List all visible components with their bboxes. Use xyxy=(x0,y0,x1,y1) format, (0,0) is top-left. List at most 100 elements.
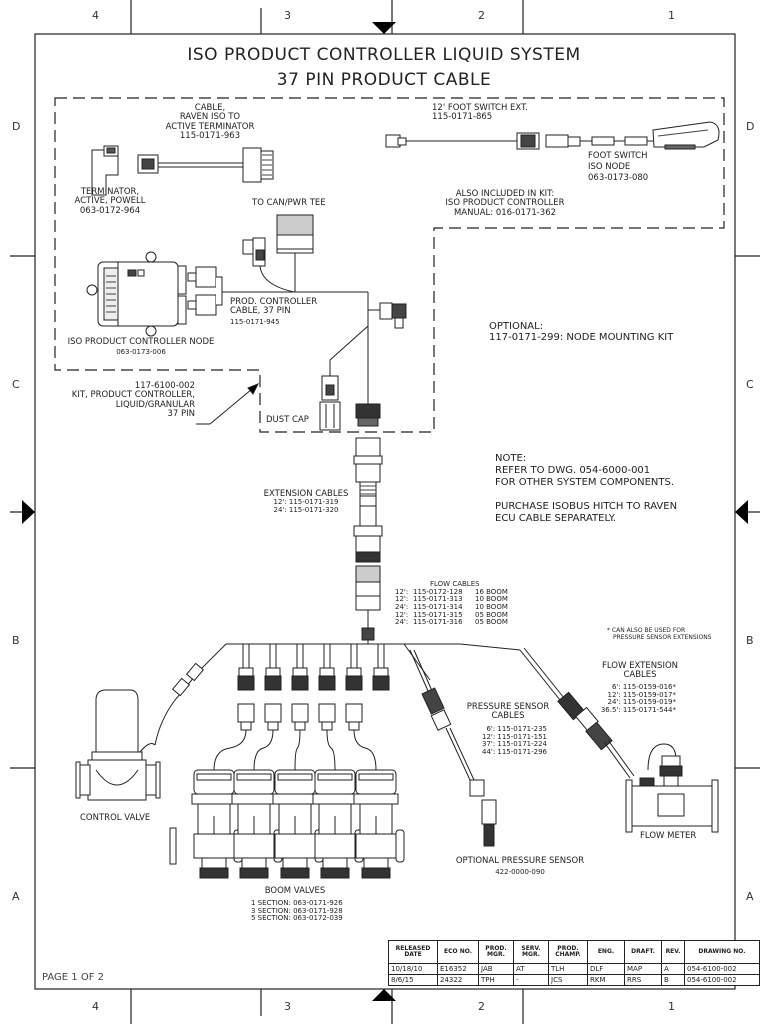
dust-cap-label: DUST CAP xyxy=(266,415,309,425)
controller-cable-plugs-icon xyxy=(187,266,380,404)
part-number: 117-6100-002 xyxy=(134,381,195,391)
label-line: 12' FOOT SWITCH EXT. xyxy=(432,103,528,113)
part-number: 3 SECTION: 063-0171-928 xyxy=(251,906,343,915)
controller-node-label: ISO PRODUCT CONTROLLER NODE 063-0173-006 xyxy=(66,337,216,357)
label-title: PRESSURE SENSOR xyxy=(466,702,550,712)
title-block-cell: RKM xyxy=(587,974,625,986)
drawing-title-line2: 37 PIN PRODUCT CABLE xyxy=(276,70,492,90)
boom-valve-inlet xyxy=(169,827,177,865)
part-number: 12': 115-0171-319 xyxy=(273,498,339,507)
flow-cable-part: 115-0171-313 xyxy=(413,595,463,604)
part-number: 1 SECTION: 063-0171-926 xyxy=(251,899,343,907)
label-line: TERMINATOR, xyxy=(80,187,140,197)
title-block-cell: 054-6100-002 xyxy=(684,963,760,975)
boom-valve xyxy=(191,769,243,879)
part-number: 6': 115-0159-016* xyxy=(611,683,676,691)
label-line: PRESSURE SENSOR EXTENSIONS xyxy=(613,633,712,641)
optional-kit-label: OPTIONAL: 117-0171-299: NODE MOUNTING KI… xyxy=(489,321,673,343)
title-block-header-cell: RELEASED DATE xyxy=(388,940,438,964)
boom-valve xyxy=(353,769,405,879)
label-line: ACTIVE TERMINATOR xyxy=(165,121,255,132)
title-block-cell: DLF xyxy=(587,963,625,975)
title-block-cell: AT xyxy=(513,963,549,975)
label-line: LIQUID/GRANULAR xyxy=(115,399,195,410)
tee-side-connector-icon xyxy=(242,237,295,293)
part-number: MANUAL: 016-0171-362 xyxy=(453,207,557,218)
title-block-cell: 054-6100-002 xyxy=(684,974,760,986)
title-block-header-cell: SERV. MGR. xyxy=(513,940,549,964)
flow-extension-list: 6': 115-0159-016* 12': 115-0159-017* 24'… xyxy=(590,683,676,715)
raven-iso-cable-icon xyxy=(137,147,274,183)
label-line: * CAN ALSO BE USED FOR xyxy=(607,627,686,634)
label-line: CABLE, xyxy=(194,103,226,113)
note-spacer xyxy=(495,489,677,501)
center-arrow-right xyxy=(735,500,748,524)
flow-cable-boom: 05 BOOM xyxy=(475,610,508,619)
boom-valve-cable xyxy=(326,729,336,771)
part-number: 44': 115-0171-296 xyxy=(481,748,547,757)
boom-section-connector xyxy=(264,644,282,731)
label-line: ISO NODE xyxy=(588,162,631,173)
boom-section-connectors xyxy=(213,644,390,771)
title-block-cell: RRS xyxy=(624,974,662,986)
flow-cable-len: 24': xyxy=(395,618,409,627)
zone-col-1-top: 1 xyxy=(668,9,675,22)
label-title: FLOW CABLES xyxy=(430,580,480,588)
flow-extension-label: FLOW EXTENSION CABLES xyxy=(590,661,690,681)
title-block-header-cell: PROD. MGR. xyxy=(478,940,514,964)
pressure-sensor-cable-icon xyxy=(409,649,485,797)
title-block-cell: TPH xyxy=(478,974,514,986)
boom-valve-cable xyxy=(253,729,274,771)
title-block-cell: A xyxy=(661,963,685,975)
boom-section-connector xyxy=(237,644,255,731)
title-block-cell: 10/18/10 xyxy=(388,963,438,975)
zone-row-a-right: A xyxy=(746,890,754,903)
flow-meter-label: FLOW METER xyxy=(640,831,697,841)
label-line: OPTIONAL PRESSURE SENSOR xyxy=(455,856,585,866)
flow-cable-boom: 10 BOOM xyxy=(475,603,508,612)
part-number: 24': 115-0159-019* xyxy=(607,698,676,707)
title-block-cell: TLH xyxy=(548,963,588,975)
flow-cable-len: 12': xyxy=(395,587,409,596)
label-line: ISO PRODUCT CONTROLLER xyxy=(445,198,565,209)
flow-cable-boom: 05 BOOM xyxy=(475,618,508,627)
prod-controller-cable-label: PROD. CONTROLLER CABLE, 37 PIN 115-0171-… xyxy=(230,297,317,326)
kit-label: 117-6100-002 KIT, PRODUCT CONTROLLER, LI… xyxy=(50,381,195,420)
boom-section-connector xyxy=(291,644,309,731)
title-block-cell: JAB xyxy=(478,963,514,975)
part-number: 063-0173-080 xyxy=(588,173,649,184)
flow-cable-part: 115-0171-316 xyxy=(413,618,463,627)
flow-cable-part: 115-0172-128 xyxy=(413,587,463,596)
controller-node-icon xyxy=(86,251,187,337)
zone-col-4-bottom: 4 xyxy=(92,1000,99,1013)
label-title: FLOW EXTENSION xyxy=(601,661,679,671)
boom-valve-cable xyxy=(353,729,377,771)
note-line: FOR OTHER SYSTEM COMPONENTS. xyxy=(495,477,675,488)
kit-boundary xyxy=(54,97,725,433)
dust-cap-icon xyxy=(319,375,341,431)
zone-row-b-left: B xyxy=(12,634,20,647)
terminator-icon xyxy=(91,145,119,196)
title-block-cell: MAP xyxy=(624,963,662,975)
zone-col-1-bottom: 1 xyxy=(668,1000,675,1013)
title-block-header-cell: PROD. CHAMP. xyxy=(548,940,588,964)
terminator-label: TERMINATOR, ACTIVE, POWELL 063-0172-964 xyxy=(60,187,160,216)
part-number: 36.5': 115-0171-544* xyxy=(600,706,676,715)
part-number: 5 SECTION: 063-0172-039 xyxy=(251,914,343,923)
part-number: 063-0173-006 xyxy=(116,348,166,357)
can-pwr-tee-label: TO CAN/PWR TEE xyxy=(252,198,326,208)
foot-switch-node-icon xyxy=(545,121,720,150)
label-line: ACTIVE, POWELL xyxy=(74,196,146,207)
title-block-cell: B xyxy=(661,974,685,986)
label-line: 37 PIN xyxy=(167,409,195,420)
boom-section-connector xyxy=(345,644,363,731)
part-number: 115-0171-865 xyxy=(432,112,493,123)
part-number: 37': 115-0171-224 xyxy=(481,740,547,749)
label-line: FOOT SWITCH xyxy=(588,151,648,161)
title-block-header-cell: DRAWING NO. xyxy=(684,940,760,964)
